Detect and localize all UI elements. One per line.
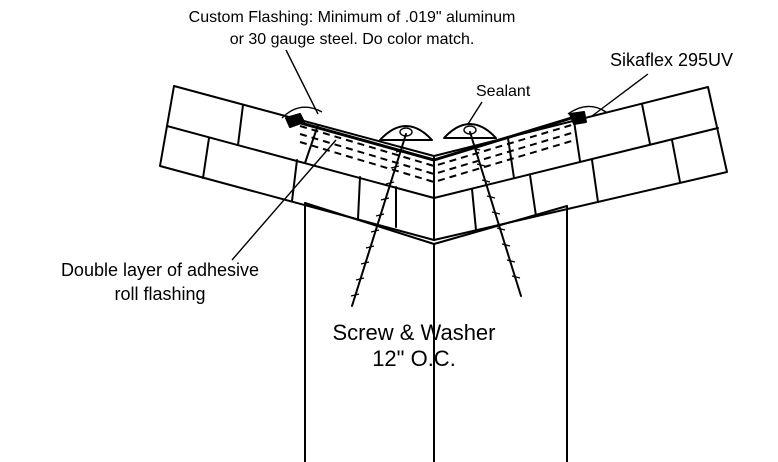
screw-right	[469, 131, 522, 297]
sikaflex-bead-right	[567, 105, 607, 115]
custom-flashing	[285, 111, 587, 162]
sealant-label: Sealant	[476, 83, 531, 100]
adhesive-flashing-label-line2: roll flashing	[114, 284, 205, 304]
screw-washer-label-line2: 12" O.C.	[372, 346, 456, 371]
custom-flashing-leader	[285, 49, 319, 115]
custom-flashing-label-line1: Custom Flashing: Minimum of .019" alumin…	[189, 9, 516, 26]
custom-flashing-label-line2: or 30 gauge steel. Do color match.	[230, 31, 475, 48]
washer-right	[443, 123, 497, 139]
screw-washer-label-line1: Screw & Washer	[332, 320, 495, 345]
screw-left	[350, 133, 407, 307]
right-roof-panel	[433, 86, 728, 241]
sealant-leader	[467, 101, 483, 125]
adhesive-flashing-label-line1: Double layer of adhesive	[61, 260, 259, 280]
sikaflex-bead-left	[281, 106, 323, 119]
sikaflex-label: Sikaflex 295UV	[610, 50, 733, 70]
